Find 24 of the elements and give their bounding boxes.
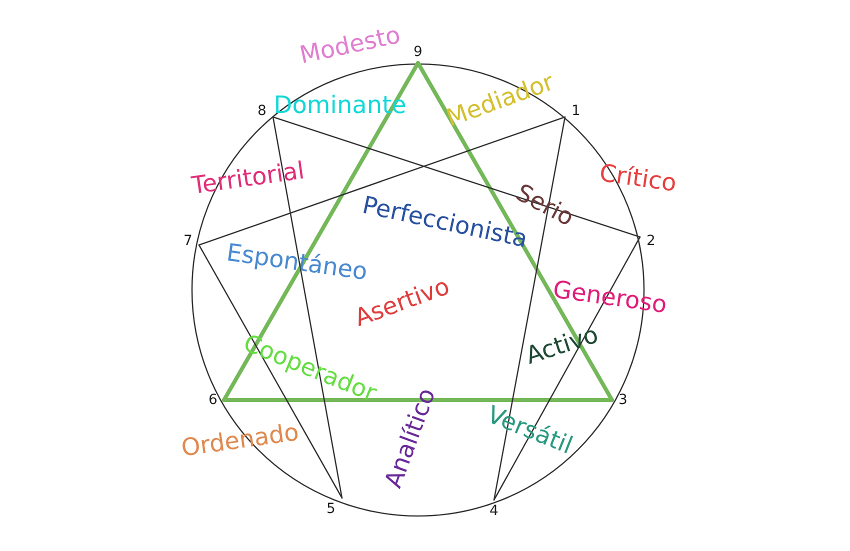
line	[493, 116, 566, 501]
point-number: 7	[184, 234, 192, 248]
line	[198, 244, 343, 499]
line	[272, 116, 343, 499]
point-number: 5	[326, 502, 336, 516]
point-number: 9	[414, 45, 422, 59]
line	[493, 236, 641, 501]
line	[222, 61, 420, 402]
point-number: 1	[572, 104, 580, 118]
line	[272, 116, 641, 238]
personality-label: Espontáneo	[225, 240, 369, 284]
point-number: 3	[618, 393, 628, 407]
personality-label: Modesto	[298, 22, 402, 68]
line	[198, 116, 566, 246]
personality-label: Ordenado	[180, 420, 300, 460]
personality-label: Territorial	[190, 158, 306, 198]
personality-label: Activo	[523, 322, 601, 368]
point-number: 8	[258, 104, 266, 118]
line	[222, 398, 614, 402]
point-number: 6	[208, 393, 218, 407]
point-number: 2	[646, 234, 656, 248]
personality-label: Crítico	[598, 160, 678, 196]
point-number: 4	[490, 504, 498, 518]
personality-label: Generoso	[552, 277, 668, 317]
